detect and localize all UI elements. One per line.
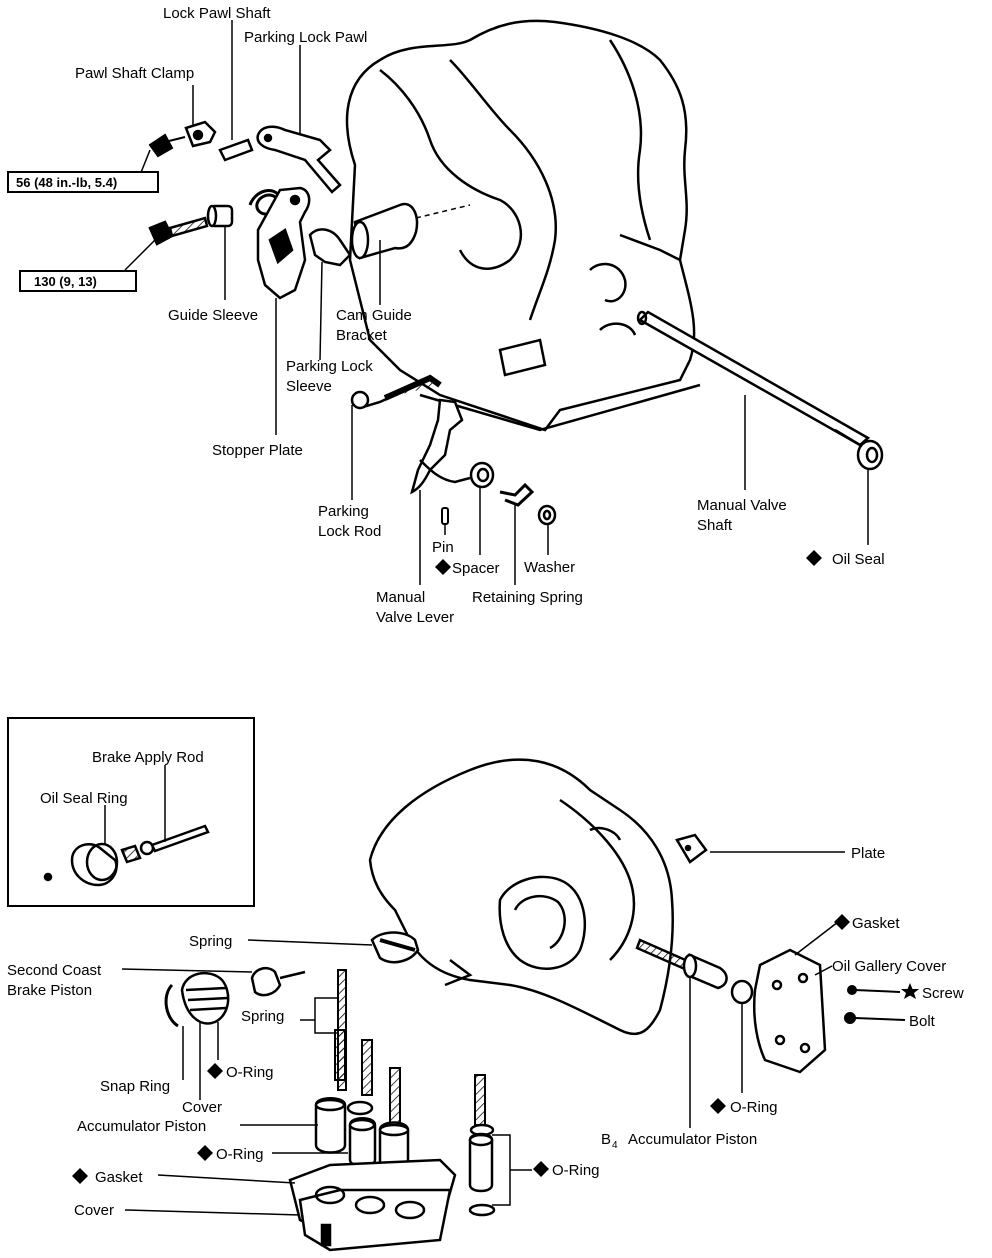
label-torque-56: 56 (48 in.-lb, 5.4) — [16, 175, 117, 190]
bottom-leader-lines — [121, 851, 845, 1216]
torque-box-56 — [7, 171, 159, 193]
label-b4-accumulator-piston: Accumulator Piston — [628, 1131, 757, 1148]
label-b4-prefix: B — [601, 1131, 611, 1148]
spacer-part — [469, 461, 495, 489]
label-screw: Screw — [922, 985, 964, 1002]
manual-valve-shaft-part — [636, 310, 871, 447]
label-lock-pawl-shaft: Lock Pawl Shaft — [163, 5, 271, 22]
label-parking-lock-sleeve-2: Sleeve — [286, 378, 332, 395]
oil-gallery-cover-part — [752, 948, 827, 1074]
new-part-diamond-icon — [834, 914, 850, 930]
label-pawl-shaft-clamp: Pawl Shaft Clamp — [75, 65, 194, 82]
new-part-diamond-icon — [806, 550, 822, 566]
washer-part — [537, 504, 557, 526]
label-retaining-spring: Retaining Spring — [472, 589, 583, 606]
label-parking-lock-rod-1: Parking — [318, 503, 369, 520]
bolt-130-part — [148, 216, 209, 246]
bottom-diagram: Brake Apply Rod Oil Seal Ring — [7, 717, 964, 1252]
label-cover-2: Cover — [74, 1202, 114, 1219]
parking-lock-rod-part — [350, 374, 442, 410]
label-manual-valve-lever-2: Valve Lever — [376, 609, 454, 626]
label-bolt: Bolt — [909, 1013, 936, 1030]
label-cam-guide-1: Cam Guide — [336, 307, 412, 324]
torque-box-130 — [19, 270, 137, 292]
label-manual-valve-lever-1: Manual — [376, 589, 425, 606]
label-parking-lock-rod-2: Lock Rod — [318, 523, 381, 540]
pawl-shaft-clamp-part — [184, 120, 217, 148]
label-snap-ring: Snap Ring — [100, 1078, 170, 1095]
top-leader-lines — [124, 20, 869, 585]
new-part-diamond-icon — [533, 1161, 549, 1177]
label-oil-gallery-cover: Oil Gallery Cover — [832, 958, 946, 975]
label-plate: Plate — [851, 845, 885, 862]
label-parking-lock-sleeve-1: Parking Lock — [286, 358, 373, 375]
label-spring-1: Spring — [189, 933, 232, 950]
label-torque-130: 130 (9, 13) — [34, 274, 97, 289]
new-part-diamond-icon — [197, 1145, 213, 1161]
clamp-bolt-part — [148, 133, 186, 158]
new-part-diamond-icon — [710, 1098, 726, 1114]
screw-bolt-parts — [844, 985, 906, 1024]
label-accumulator-piston: Accumulator Piston — [77, 1118, 206, 1135]
new-part-diamond-icon — [207, 1063, 223, 1079]
label-b4-sub: 4 — [612, 1140, 618, 1151]
stopper-plate-part — [256, 186, 311, 300]
label-oil-seal-ring: Oil Seal Ring — [40, 790, 128, 807]
label-second-coast-2: Brake Piston — [7, 982, 92, 999]
label-o-ring-4: O-Ring — [730, 1099, 778, 1116]
label-manual-valve-shaft-2: Shaft — [697, 517, 733, 534]
label-o-ring-1: O-Ring — [226, 1064, 274, 1081]
second-coast-brake-parts — [164, 931, 420, 1028]
lock-pawl-shaft-part — [218, 138, 254, 162]
transmission-case-top — [345, 19, 701, 432]
label-gasket-right: Gasket — [852, 915, 900, 932]
parking-lock-sleeve-part — [308, 228, 352, 267]
label-o-ring-2: O-Ring — [216, 1146, 264, 1163]
inset-parts — [43, 765, 210, 887]
label-o-ring-3: O-Ring — [552, 1162, 600, 1179]
label-oil-seal: Oil Seal — [832, 551, 885, 568]
manual-valve-lever-part — [410, 398, 471, 495]
new-part-diamond-icon — [72, 1168, 88, 1184]
accumulator-pistons-parts — [314, 1097, 496, 1217]
transmission-case-bottom — [368, 758, 674, 1036]
label-cam-guide-2: Bracket — [336, 327, 388, 344]
cover-gasket-parts — [288, 1158, 457, 1252]
guide-sleeve-part — [206, 204, 234, 228]
label-guide-sleeve: Guide Sleeve — [168, 307, 258, 324]
label-brake-apply-rod: Brake Apply Rod — [92, 749, 204, 766]
cam-guide-bracket-part — [350, 202, 471, 260]
label-second-coast-1: Second Coast — [7, 962, 102, 979]
label-cover-1: Cover — [182, 1099, 222, 1116]
precoated-star-icon — [901, 983, 919, 999]
label-washer: Washer — [524, 559, 575, 576]
label-manual-valve-shaft-1: Manual Valve — [697, 497, 787, 514]
springs-parts — [334, 969, 486, 1129]
new-part-diamond-icon — [435, 559, 451, 575]
retaining-spring-part — [499, 482, 535, 507]
parking-lock-pawl-part — [256, 125, 342, 194]
oil-seal-part — [856, 439, 884, 471]
top-diagram: Lock Pawl Shaft Parking Lock Pawl Pawl S… — [7, 5, 885, 626]
plate-part — [675, 833, 708, 864]
b4-accumulator-parts — [635, 938, 754, 1005]
label-spring-2: Spring — [241, 1008, 284, 1025]
label-parking-lock-pawl: Parking Lock Pawl — [244, 29, 367, 46]
label-pin: Pin — [432, 539, 454, 556]
label-gasket-left: Gasket — [95, 1169, 143, 1186]
pin-part — [441, 507, 449, 525]
label-stopper-plate: Stopper Plate — [212, 442, 303, 459]
label-spacer: Spacer — [452, 560, 500, 577]
